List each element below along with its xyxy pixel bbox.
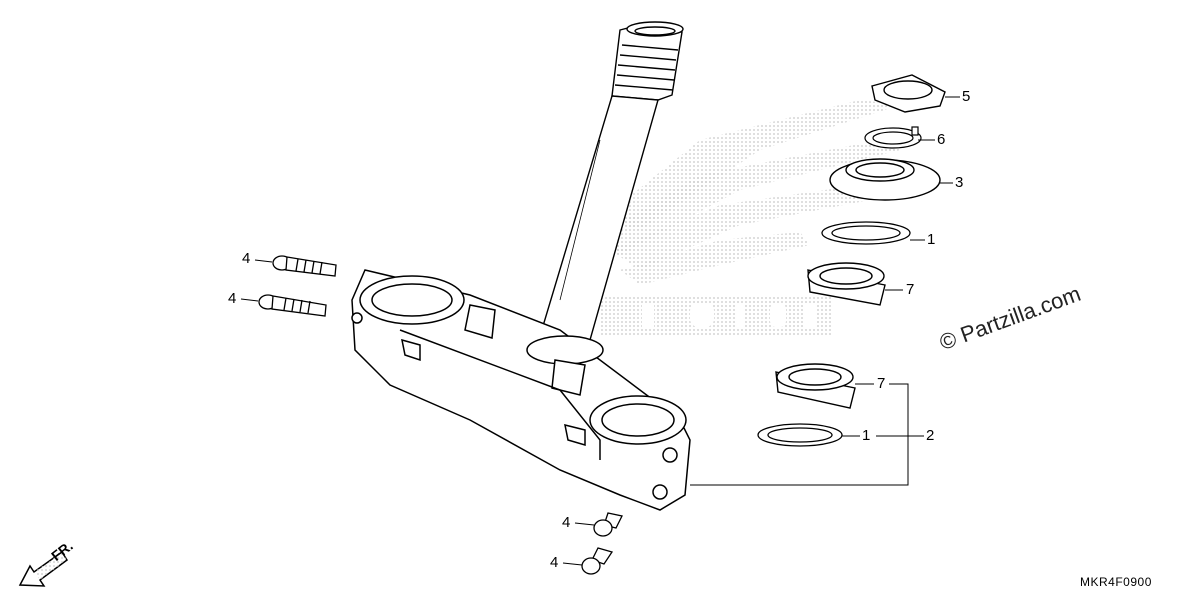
callout-2[interactable]: 2 — [926, 427, 935, 444]
honda-wing-logo — [590, 100, 900, 285]
callout-4-bolt-1[interactable]: 4 — [242, 250, 251, 267]
bolt-upper-left-1 — [272, 255, 337, 277]
callout-7-lower[interactable]: 7 — [877, 375, 886, 392]
leader-lines — [240, 96, 960, 566]
bearing-upper — [807, 262, 886, 306]
bearing-lower — [775, 363, 856, 409]
dust-seal-upper — [821, 221, 911, 245]
callout-4-bolt-3[interactable]: 4 — [562, 514, 571, 531]
callout-4-bolt-4[interactable]: 4 — [550, 554, 559, 571]
bolt-lower-2 — [581, 547, 614, 575]
bottom-bridge — [351, 269, 691, 511]
callout-3[interactable]: 3 — [955, 174, 964, 191]
callout-1[interactable]: 1 — [927, 231, 936, 248]
callout-5[interactable]: 5 — [962, 88, 971, 105]
callout-6[interactable]: 6 — [937, 131, 946, 148]
callout-4-bolt-2[interactable]: 4 — [228, 290, 237, 307]
lock-nut — [871, 74, 946, 113]
honda-logo-letters — [600, 295, 832, 335]
front-direction-arrow-icon — [18, 550, 69, 587]
callout-7[interactable]: 7 — [906, 281, 915, 298]
bolt-lower-1 — [593, 512, 623, 537]
bolt-upper-left-2 — [258, 294, 327, 317]
callout-1-lower[interactable]: 1 — [862, 427, 871, 444]
steering-stem — [539, 21, 684, 341]
lock-washer — [864, 126, 922, 149]
adjusting-nut — [829, 158, 941, 201]
dust-seal-lower — [757, 423, 843, 447]
diagram-reference-code: MKR4F0900 — [1080, 575, 1152, 589]
